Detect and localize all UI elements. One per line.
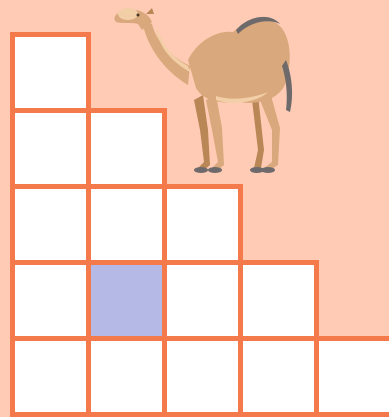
highlighted-cell[interactable]	[86, 260, 167, 341]
grid-cell[interactable]	[238, 260, 319, 341]
grid-cell[interactable]	[238, 336, 319, 417]
grid-cell[interactable]	[10, 260, 91, 341]
grid-cell[interactable]	[10, 336, 91, 417]
grid-cell[interactable]	[162, 260, 243, 341]
grid-cell[interactable]	[162, 184, 243, 265]
grid-cell[interactable]	[314, 336, 389, 417]
grid-cell[interactable]	[10, 32, 91, 113]
grid-cell[interactable]	[162, 336, 243, 417]
grid-cell[interactable]	[86, 184, 167, 265]
grid-cell[interactable]	[10, 108, 91, 189]
grid-cell[interactable]	[10, 184, 91, 265]
grid-cell[interactable]	[86, 336, 167, 417]
camel-icon	[108, 0, 298, 182]
